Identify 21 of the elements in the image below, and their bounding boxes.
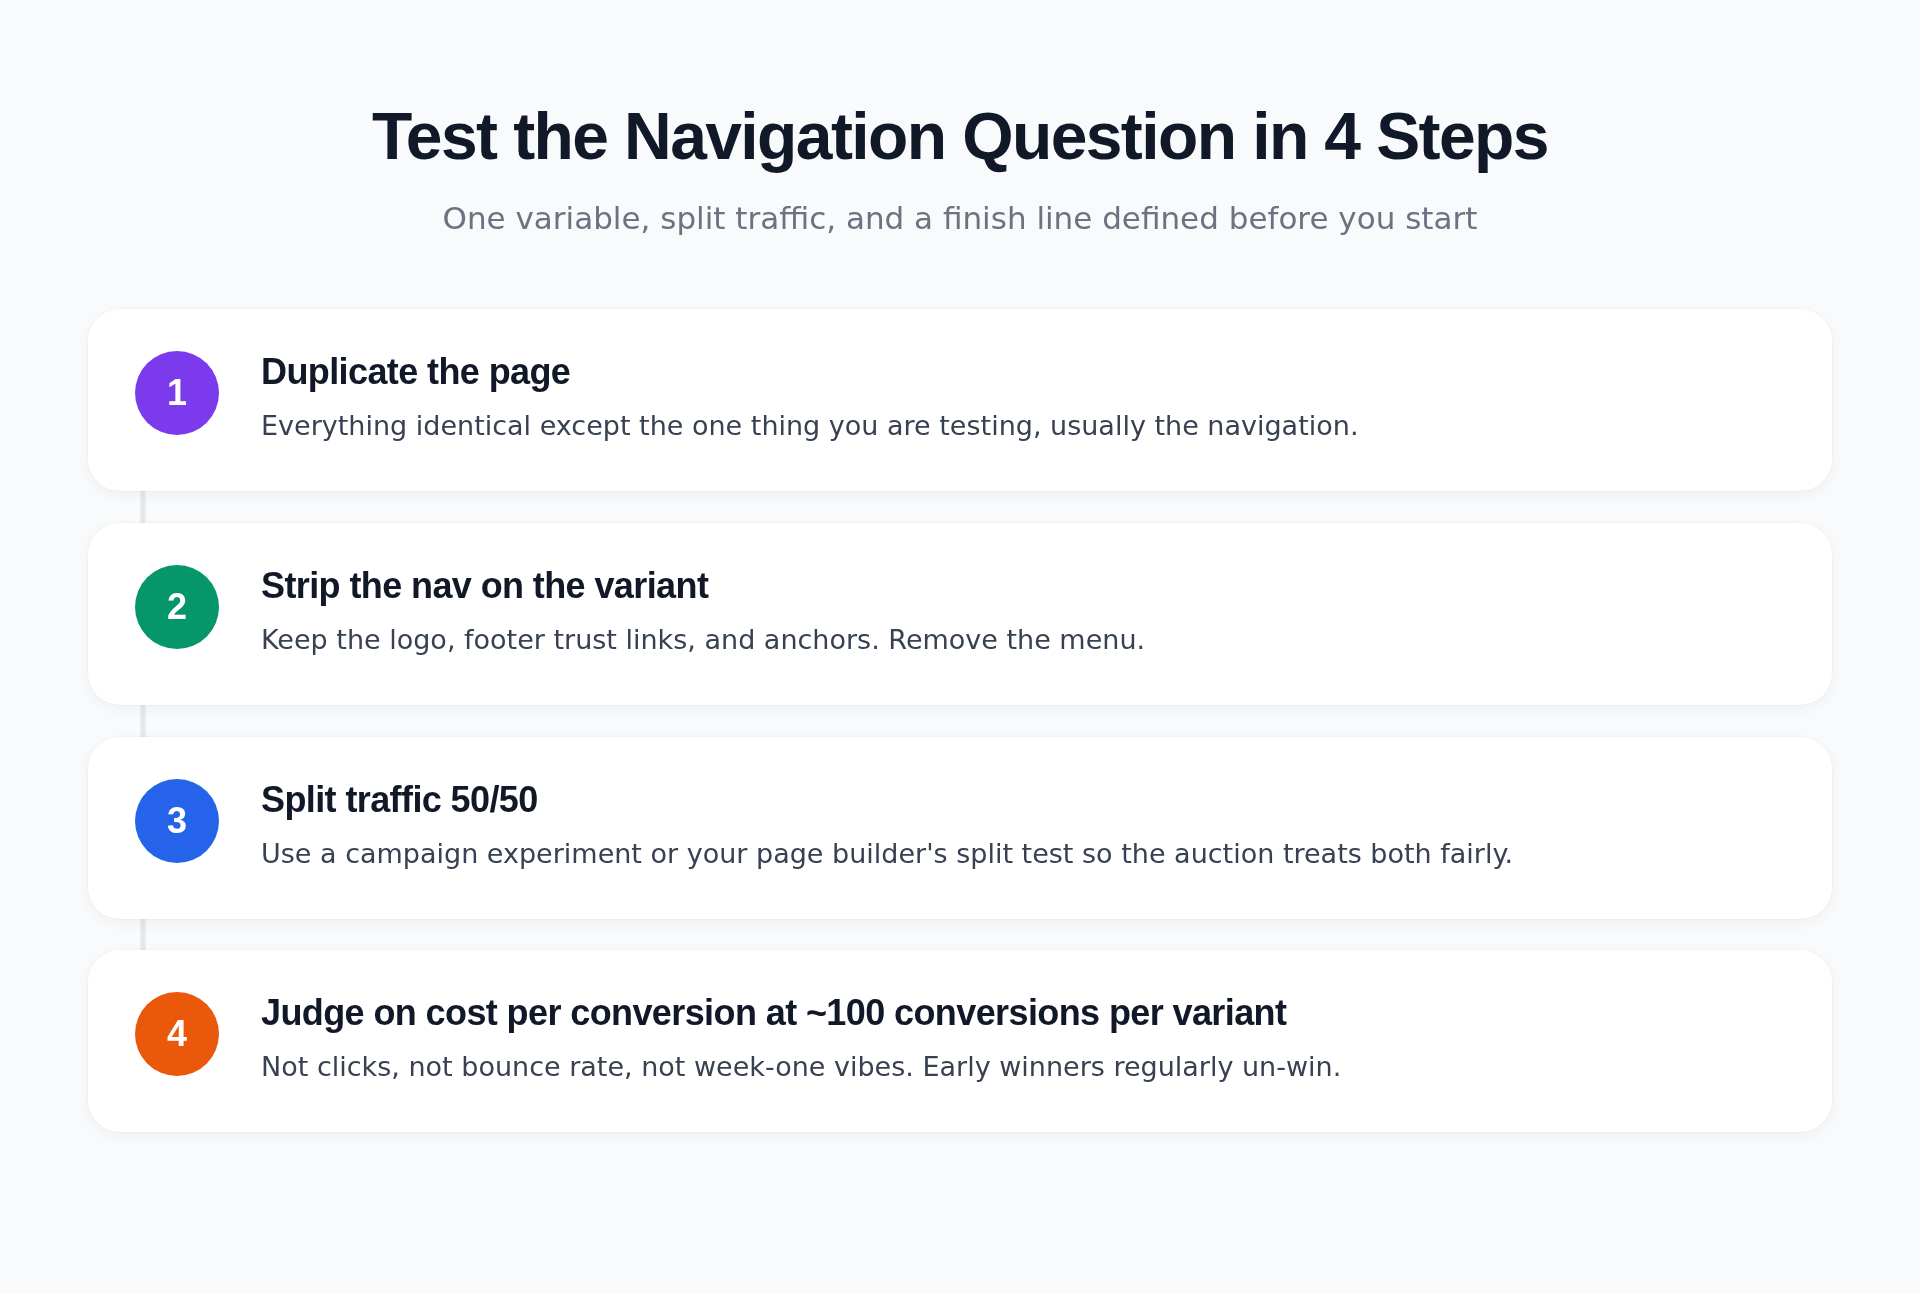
connector-line [140,705,146,737]
step-card [88,309,1832,491]
step-number-badge: 3 [135,779,219,863]
step-description: Everything identical except the one thing you are testing, usually the navigation. [261,409,1359,443]
step-card [88,737,1832,919]
step-title: Duplicate the page [261,351,571,393]
step-number-badge: 4 [135,992,219,1076]
step-description: Use a campaign experiment or your page builder's split test so the auction treats both fairly. [261,837,1514,871]
title: Test the Navigation Question in 4 Steps [372,98,1548,175]
step-title: Split traffic 50/50 [261,779,538,821]
step-description: Keep the logo, footer trust links, and anchors. Remove the menu. [261,623,1146,657]
connector-line [140,919,146,950]
step-card [88,523,1832,705]
subtitle: One variable, split traffic, and a finish line defined before you start [442,199,1478,238]
step-number-badge: 1 [135,351,219,435]
step-number-badge: 2 [135,565,219,649]
step-description: Not clicks, not bounce rate, not week-one vibes. Early winners regularly un-win. [261,1050,1342,1084]
connector-line [140,491,146,523]
step-title: Judge on cost per conversion at ~100 conversions per variant [261,992,1287,1034]
step-title: Strip the nav on the variant [261,565,709,607]
step-card [88,950,1832,1132]
